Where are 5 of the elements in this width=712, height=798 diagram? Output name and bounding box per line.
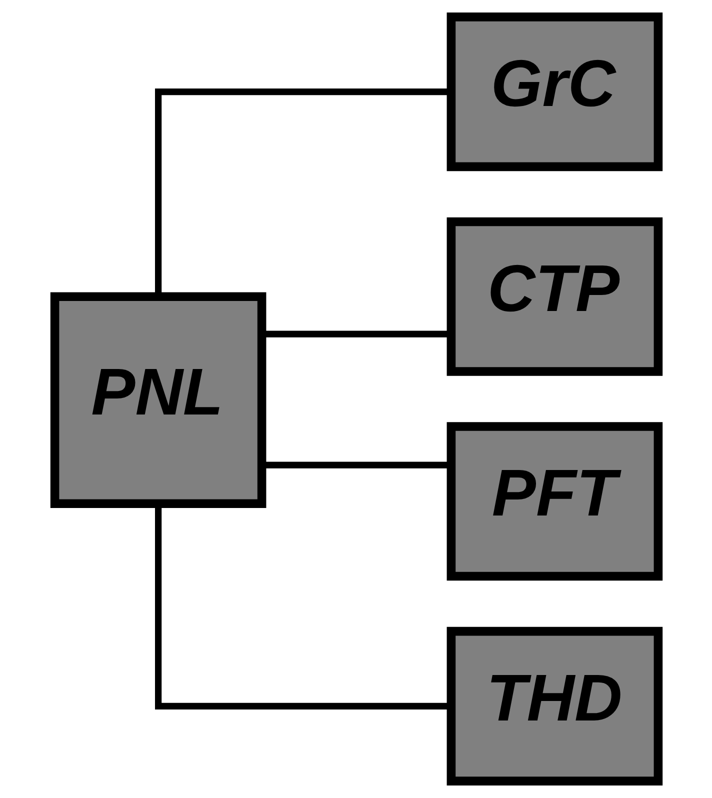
node-box: PNL	[50, 292, 266, 508]
node-box: PFT	[446, 422, 662, 581]
node-box: GrC	[446, 12, 662, 172]
node-box: CTP	[446, 217, 662, 376]
node-box: THD	[446, 626, 662, 786]
